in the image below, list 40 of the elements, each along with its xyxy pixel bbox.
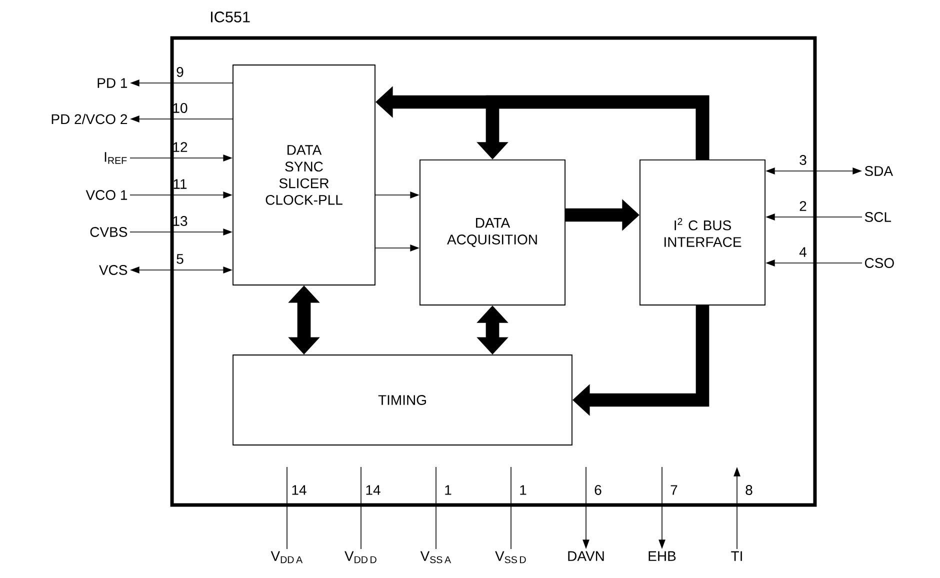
pin-line	[510, 466, 512, 550]
pin-name: SDA	[864, 166, 894, 176]
block-box: TIMING	[232, 354, 572, 446]
pin-name: SCL	[864, 212, 892, 222]
pin-name: CSO	[864, 258, 894, 268]
pin-name: TI	[731, 551, 742, 561]
pin-line	[360, 466, 362, 550]
pin-number: 6	[594, 485, 602, 495]
pin-number: 8	[746, 485, 752, 495]
pin-name: $\mathrm{V}_{\mathrm{SS\,A}}$	[420, 551, 452, 564]
pin-name: $\mathrm{I}_{\mathrm{REF}}$	[104, 152, 127, 164]
pin-number: 9	[176, 67, 184, 77]
pin-name: DAVN	[568, 551, 604, 561]
pin-number: 1	[445, 485, 452, 495]
chip-label: IC551	[211, 12, 250, 22]
pin-name: $\mathrm{V}_{\mathrm{DD\,D}}$	[344, 551, 376, 564]
pin-name: CVBS	[90, 227, 128, 237]
pin-number: 5	[176, 254, 184, 264]
pin-number: 11	[174, 179, 187, 189]
pin-number: 14	[292, 485, 306, 495]
pin-name: VCS	[99, 265, 128, 275]
pin-name: EHB	[648, 551, 676, 561]
pin-line	[286, 466, 288, 550]
pin-name: PD 2/VCO 2	[52, 114, 127, 124]
pin-number: 13	[173, 216, 188, 226]
pin-number: 1	[520, 485, 526, 495]
pin-number: 7	[670, 485, 678, 495]
block-box: I$^{2}$ C BUS INTERFACE	[640, 160, 766, 306]
pin-number: 14	[366, 485, 380, 495]
block-box: DATA SYNC SLICER CLOCK-PLL	[232, 64, 376, 286]
pin-name: PD 1	[98, 78, 128, 88]
pin-number: 10	[173, 103, 188, 113]
pin-number: 12	[173, 142, 188, 152]
block-box: DATA ACQUISITION	[420, 160, 566, 306]
pin-name: $\mathrm{V}_{\mathrm{DD\,A}}$	[270, 551, 303, 564]
pin-number: 3	[800, 155, 806, 165]
pin-number: 4	[799, 247, 806, 257]
pin-name: $\mathrm{V}_{\mathrm{SS\,D}}$	[495, 551, 526, 564]
pin-number: 2	[800, 201, 806, 211]
pin-name: VCO 1	[86, 190, 128, 200]
